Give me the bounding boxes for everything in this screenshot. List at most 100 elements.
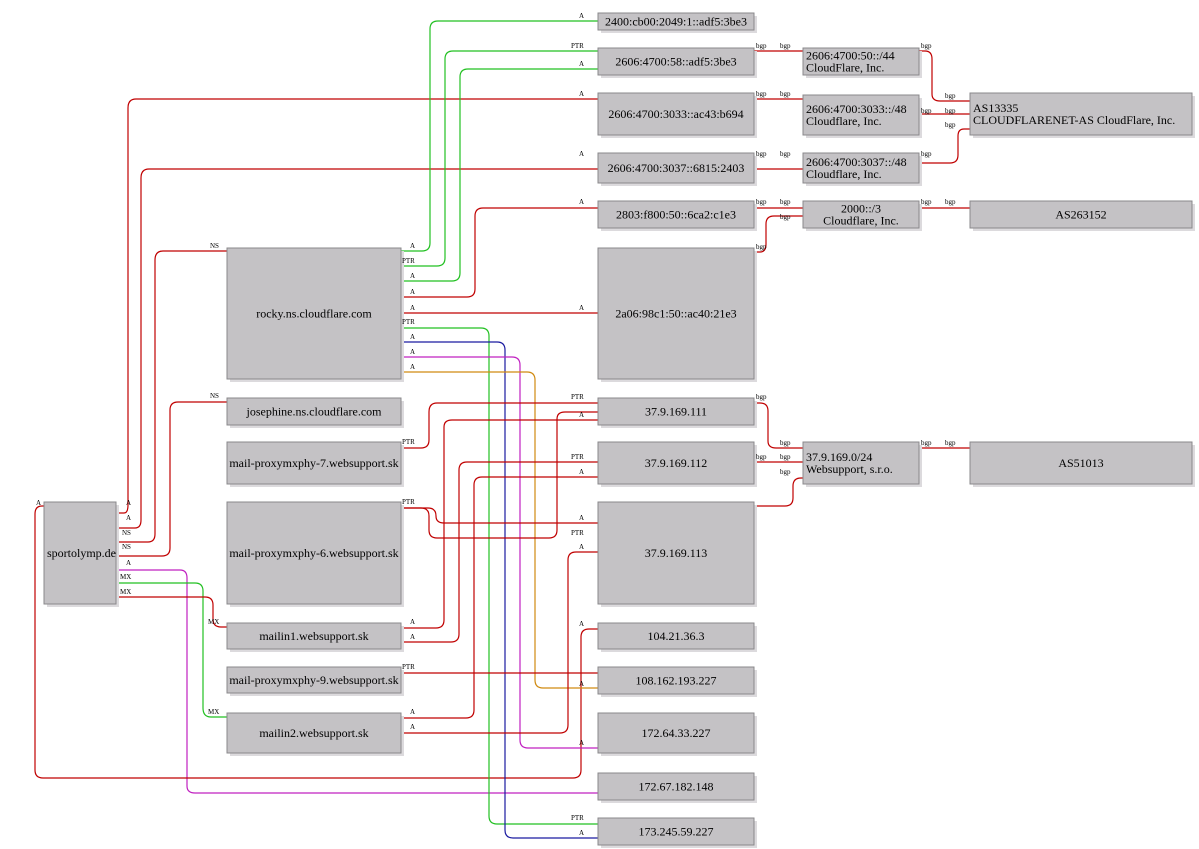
node-label: AS51013 xyxy=(1058,456,1103,470)
node-label: 2606:4700:50::/44 xyxy=(806,49,895,63)
edge-red-24 xyxy=(401,507,598,524)
edge-label-bgp: bgp xyxy=(756,42,767,50)
edge-label-a: A xyxy=(579,198,584,206)
edge-label-bgp: bgp xyxy=(780,439,791,447)
edge-red-1 xyxy=(116,168,598,529)
edge-layer xyxy=(34,20,970,839)
node-box xyxy=(597,200,755,229)
edge-red-17 xyxy=(401,402,598,449)
node-label: AS13335 xyxy=(973,101,1018,115)
node-box xyxy=(969,441,1193,485)
edge-label-a: A xyxy=(410,618,415,626)
node-mailin2[interactable]: mailin2.websupport.sk xyxy=(226,712,404,756)
node-box xyxy=(226,712,402,754)
node-label: 172.67.182.148 xyxy=(639,780,714,794)
node-label: 2a06:98c1:50::ac40:21e3 xyxy=(615,307,736,321)
node-ip_2a06[interactable]: 2a06:98c1:50::ac40:21e3 xyxy=(597,247,757,382)
node-ip_2803[interactable]: 2803:f800:50::6ca2:c1e3 xyxy=(597,200,757,231)
node-ip_112[interactable]: 37.9.169.112 xyxy=(597,441,757,487)
edge-label-bgp: bgp xyxy=(756,150,767,158)
node-box xyxy=(802,152,920,184)
node-box xyxy=(597,501,755,605)
node-box xyxy=(226,622,402,650)
node-sportolymp[interactable]: sportolymp.de xyxy=(43,501,119,607)
edge-red-29 xyxy=(754,215,803,253)
edge-label-bgp: bgp xyxy=(780,468,791,476)
edge-label-ptr: PTR xyxy=(402,318,415,326)
node-rocky[interactable]: rocky.ns.cloudflare.com xyxy=(226,247,404,382)
edge-red-23 xyxy=(401,551,598,734)
edge-label-bgp: bgp xyxy=(780,150,791,158)
edge-label-a: A xyxy=(410,304,415,312)
edge-label-a: A xyxy=(579,620,584,628)
node-label: 2606:4700:3033::ac43:b694 xyxy=(608,107,743,121)
node-box xyxy=(597,712,755,754)
node-mailproxy6[interactable]: mail-proxymxphy-6.websupport.sk xyxy=(226,501,404,607)
node-box xyxy=(969,92,1193,136)
edge-label-a: A xyxy=(410,723,415,731)
node-box xyxy=(597,47,755,76)
node-ip_172_67[interactable]: 172.67.182.148 xyxy=(597,772,757,803)
edge-red-11 xyxy=(401,207,598,298)
node-label: 104.21.36.3 xyxy=(648,629,705,643)
edge-label-ptr: PTR xyxy=(402,257,415,265)
edge-green-9 xyxy=(401,50,598,267)
node-as51013[interactable]: AS51013 xyxy=(969,441,1195,487)
edge-label-ptr: PTR xyxy=(402,663,415,671)
node-ip_108[interactable]: 108.162.193.227 xyxy=(597,666,757,697)
node-ip_173[interactable]: 173.245.59.227 xyxy=(597,817,757,848)
node-ip_2606_58[interactable]: 2606:4700:58::adf5:3be3 xyxy=(597,47,757,78)
edge-label-bgp: bgp xyxy=(945,107,956,115)
node-box xyxy=(802,47,920,76)
node-ip_2400[interactable]: 2400:cb00:2049:1::adf5:3be3 xyxy=(597,12,757,33)
edge-label-bgp: bgp xyxy=(945,198,956,206)
edge-label-a: A xyxy=(579,514,584,522)
edge-label-ptr: PTR xyxy=(571,393,584,401)
node-label: josephine.ns.cloudflare.com xyxy=(246,405,383,419)
node-ip_113[interactable]: 37.9.169.113 xyxy=(597,501,757,607)
node-ip_111[interactable]: 37.9.169.111 xyxy=(597,397,757,428)
edge-red-34 xyxy=(754,402,803,449)
node-label: Websupport, s.r.o. xyxy=(806,462,893,476)
node-box xyxy=(597,12,755,31)
node-ip_2606_3033[interactable]: 2606:4700:3033::ac43:b694 xyxy=(597,92,757,138)
edge-label-bgp: bgp xyxy=(921,439,932,447)
node-label: 2606:4700:3037::/48 xyxy=(806,155,907,169)
edge-label-bgp: bgp xyxy=(921,150,932,158)
node-mailproxy9[interactable]: mail-proxymxphy-9.websupport.sk xyxy=(226,666,404,696)
node-josephine[interactable]: josephine.ns.cloudflare.com xyxy=(226,397,404,428)
edge-label-bgp: bgp xyxy=(921,198,932,206)
edge-label-bgp: bgp xyxy=(945,121,956,129)
node-box xyxy=(597,397,755,426)
node-ip_104[interactable]: 104.21.36.3 xyxy=(597,622,757,652)
edge-label-a: A xyxy=(410,242,415,250)
node-as263152[interactable]: AS263152 xyxy=(969,200,1195,231)
node-ip_172_64[interactable]: 172.64.33.227 xyxy=(597,712,757,756)
edge-red-2 xyxy=(116,250,227,543)
node-box xyxy=(226,501,402,605)
edge-label-bgp: bgp xyxy=(780,198,791,206)
node-mailproxy7[interactable]: mail-proxymxphy-7.websupport.sk xyxy=(226,441,404,487)
edge-label-mx: MX xyxy=(208,708,219,716)
node-box xyxy=(43,501,117,605)
edge-label-a: A xyxy=(410,633,415,641)
edge-label-bgp: bgp xyxy=(756,198,767,206)
node-label: 2400:cb00:2049:1::adf5:3be3 xyxy=(605,15,747,29)
edge-label-a: A xyxy=(410,288,415,296)
node-ip_2606_3037[interactable]: 2606:4700:3037::6815:2403 xyxy=(597,152,757,186)
edge-label-bgp: bgp xyxy=(756,393,767,401)
edge-label-ns: NS xyxy=(210,242,219,250)
edge-label-mx: MX xyxy=(208,618,219,626)
node-mailin1[interactable]: mailin1.websupport.sk xyxy=(226,622,404,652)
node-label: 37.9.169.112 xyxy=(645,456,708,470)
node-box xyxy=(802,200,920,229)
edge-label-a: A xyxy=(36,499,41,507)
